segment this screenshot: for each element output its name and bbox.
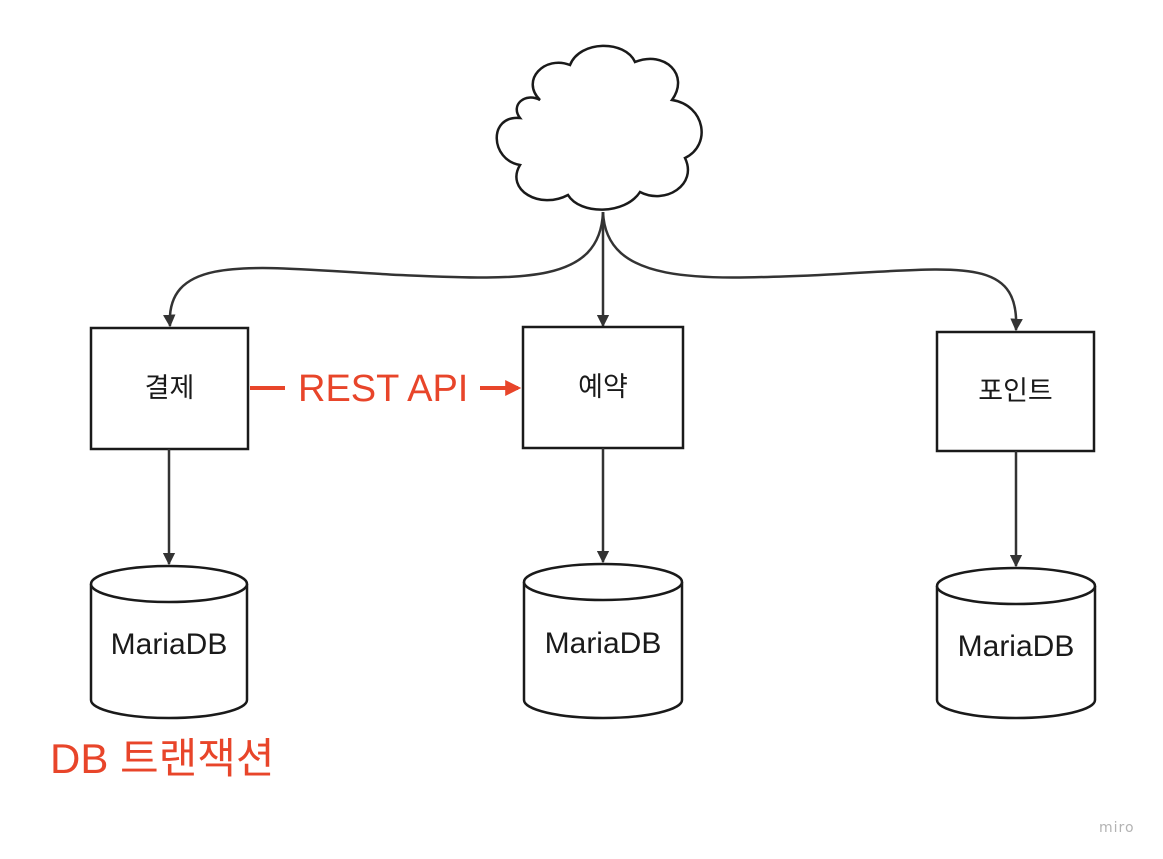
cloud-to-payment-arrow — [163, 211, 605, 328]
service-reservation-label: 예약 — [578, 372, 628, 403]
database-point: MariaDB — [935, 566, 1097, 720]
db-transaction-label: DB 트랜잭션 — [50, 735, 275, 782]
service-reservation: 예약 — [521, 325, 685, 450]
service-point-label: 포인트 — [978, 376, 1053, 407]
service-point: 포인트 — [935, 330, 1096, 453]
cloud-to-point-arrow — [601, 211, 1023, 332]
database-reservation-label: MariaDB — [545, 627, 662, 660]
rest-api-annotation: REST API — [250, 368, 522, 410]
miro-watermark: miro — [1099, 820, 1135, 836]
database-reservation: MariaDB — [522, 562, 684, 720]
rest-api-label: REST API — [298, 368, 468, 410]
cloud-icon — [495, 44, 703, 211]
service-payment-label: 결제 — [145, 373, 195, 404]
database-payment-label: MariaDB — [111, 628, 228, 661]
database-point-label: MariaDB — [958, 630, 1075, 663]
database-payment: MariaDB — [89, 564, 249, 720]
service-payment: 결제 — [89, 326, 250, 451]
